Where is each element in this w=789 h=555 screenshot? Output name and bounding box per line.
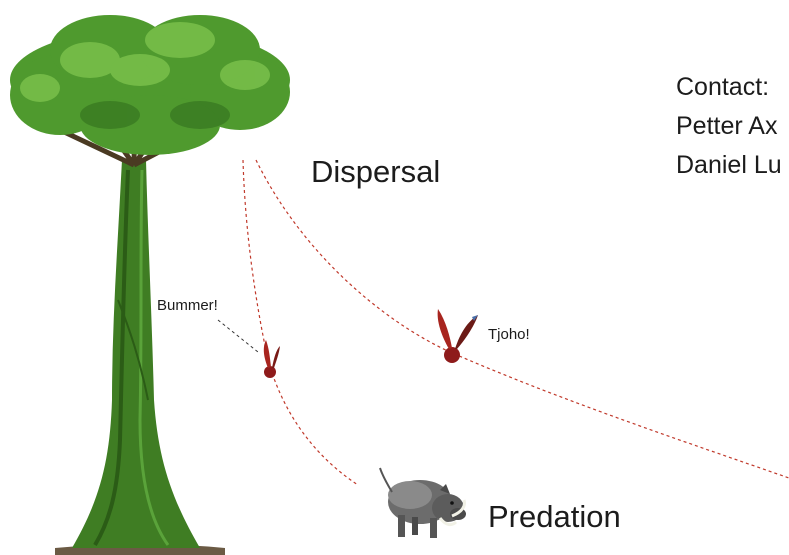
short-trajectory-line <box>243 160 358 485</box>
tjoho-label: Tjoho! <box>488 326 530 343</box>
predation-label: Predation <box>488 499 621 535</box>
contact-block: Contact: Petter Ax Daniel Lu <box>676 68 782 185</box>
contact-heading: Contact: <box>676 68 782 107</box>
tree-icon <box>10 15 290 555</box>
warthog-icon <box>380 468 466 538</box>
contact-name-2: Daniel Lu <box>676 146 782 185</box>
bummer-pointer-line <box>218 320 258 352</box>
winged-seed-icon <box>264 340 280 378</box>
bummer-label: Bummer! <box>157 297 218 314</box>
dispersal-label: Dispersal <box>311 154 440 190</box>
winged-seed-icon-large <box>438 309 478 363</box>
long-trajectory-line <box>256 160 789 478</box>
contact-name-1: Petter Ax <box>676 107 782 146</box>
